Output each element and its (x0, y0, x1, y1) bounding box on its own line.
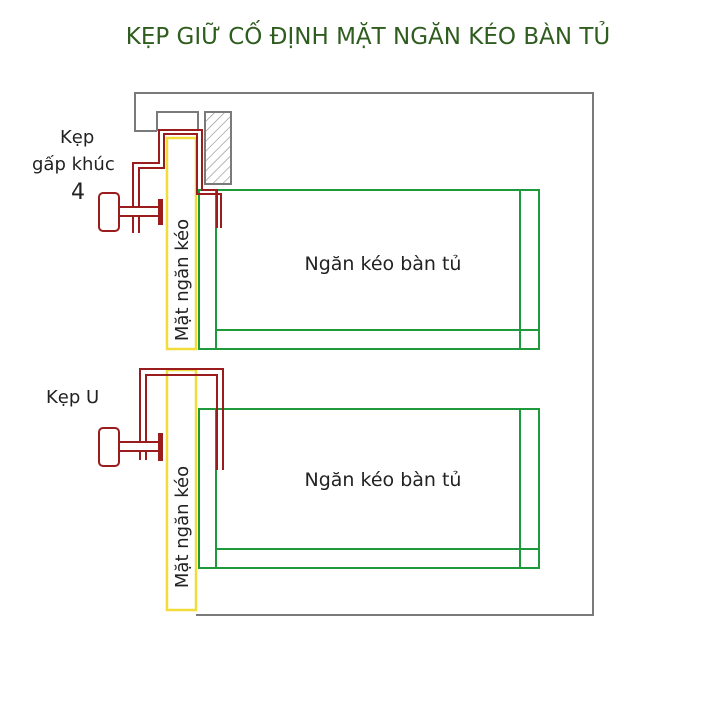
cabinet-frame (134, 92, 594, 616)
label-drawer-top: Ngăn kéo bàn tủ (305, 253, 462, 275)
diagram-title: KẸP GIỮ CỐ ĐỊNH MẶT NGĂN KÉO BÀN TỦ (126, 20, 611, 50)
label-clamp-bent-line1: Kẹp (60, 127, 94, 148)
label-clamp-u: Kẹp U (46, 387, 99, 408)
label-clamp-bent-line2: gấp khúc (32, 154, 115, 175)
drawer-top-box (198, 189, 540, 350)
clamp-u (139, 368, 224, 470)
clamp-u-screw (98, 427, 163, 467)
label-front-top: Mặt ngăn kéo (172, 219, 193, 341)
drawer-bottom-box (198, 408, 540, 569)
label-drawer-bottom: Ngăn kéo bàn tủ (305, 469, 462, 491)
drawer-front-top (165, 136, 198, 351)
label-front-bottom: Mặt ngăn kéo (172, 466, 193, 588)
clamp-bent (132, 129, 222, 233)
label-clamp-bent-number: 4 (71, 180, 85, 205)
clamp-bent-screw (98, 192, 163, 232)
cabinet-top-rail (204, 111, 232, 185)
